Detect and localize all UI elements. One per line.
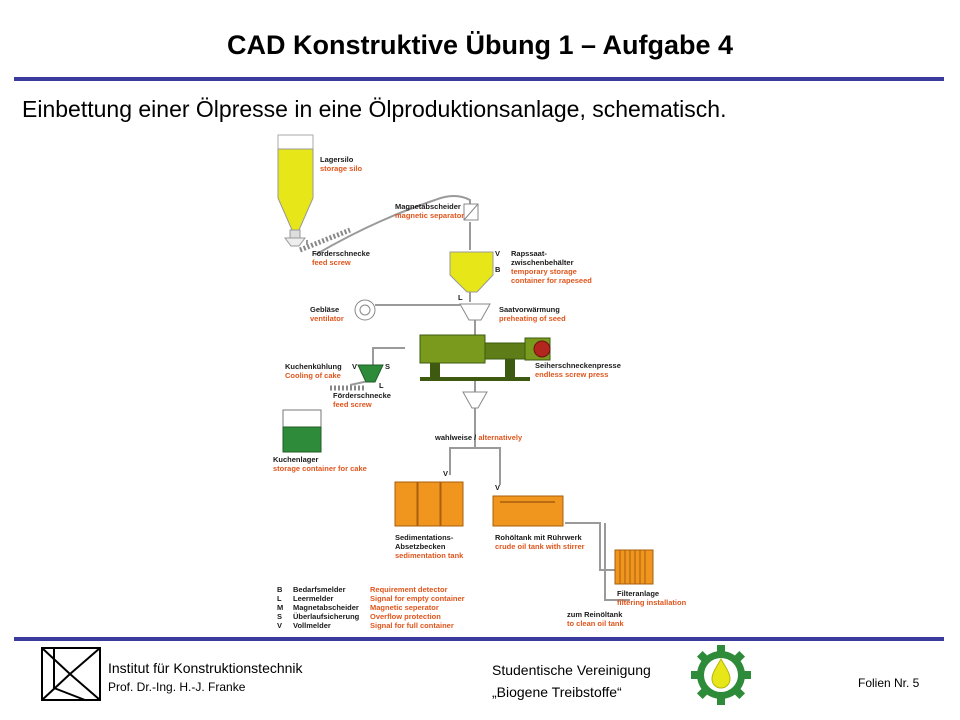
sed-label-en: sedimentation tank [395, 551, 464, 560]
raps-label-en-2: container for rapeseed [511, 276, 592, 285]
sed-label-1: Sedimentations- [395, 533, 454, 542]
lagersilo-label: Lagersilo [320, 155, 354, 164]
magnet-label: Magnetabscheider [395, 202, 461, 211]
cake-storage [282, 409, 322, 453]
lagersilo-label-en: storage silo [320, 164, 363, 173]
foerder2-label-en: feed screw [333, 400, 372, 409]
footer-club-line1: Studentische Vereinigung [492, 662, 651, 678]
slide-title: CAD Konstruktive Übung 1 – Aufgabe 4 [226, 30, 734, 60]
footer-rule [14, 637, 944, 641]
legend-de: Überlaufsicherung [293, 612, 360, 621]
seiher-label-en: endless screw press [535, 370, 608, 379]
foerder1-label-en: feed screw [312, 258, 351, 267]
roh-label: Rohöltank mit Rührwerk [495, 533, 583, 542]
flag-v-3: V [443, 469, 448, 478]
crude-oil-tank [492, 495, 564, 527]
legend-code: V [277, 621, 282, 630]
rein-label: zum Reinöltank [567, 610, 623, 619]
flag-b-1: B [495, 265, 501, 274]
geblaese-label: Gebläse [310, 305, 339, 314]
alternatively-label: wahlweise / alternatively [434, 433, 523, 442]
slide-number: Folien Nr. 5 [858, 676, 920, 690]
legend-code: S [277, 612, 282, 621]
legend-de: Leermelder [293, 594, 334, 603]
gear-oil-drop-logo-icon [691, 645, 751, 705]
kuchenl-label-en: storage container for cake [273, 464, 367, 473]
sed-label-2: Absetzbecken [395, 542, 446, 551]
footer-institute: Institut für Konstruktionstechnik [108, 660, 303, 676]
seiher-label: Seiherschneckenpresse [535, 361, 621, 370]
foerder1-label: Förderschnecke [312, 249, 370, 258]
rapeseed-container [449, 251, 494, 293]
flag-v-2: V [352, 362, 357, 371]
legend-de: Bedarfsmelder [293, 585, 346, 594]
legend-de: Vollmelder [293, 621, 331, 630]
legend-en: Signal for full container [370, 621, 454, 630]
feed-screw-1 [299, 227, 351, 253]
geblaese-label-en: ventilator [310, 314, 344, 323]
kuchenk-label-en: Cooling of cake [285, 371, 341, 380]
kuchenk-label: Kuchenkühlung [285, 362, 342, 371]
raps-label-1: Rapssaat- [511, 249, 547, 258]
slide-subtitle: Einbettung einer Ölpresse in eine Ölprod… [22, 96, 727, 122]
magnetic-separator [463, 203, 479, 221]
roh-label-en: crude oil tank with stirrer [495, 542, 585, 551]
filter-label-en: filtering installation [617, 598, 687, 607]
flag-l-2: L [379, 381, 384, 390]
seed-preheater [459, 303, 491, 321]
saat-label: Saatvorwärmung [499, 305, 560, 314]
legend-code: B [277, 585, 283, 594]
footer-club-line2: „Biogene Treibstoffe“ [492, 684, 622, 700]
flag-v-1: V [495, 249, 500, 258]
flag-l-1: L [458, 293, 463, 302]
legend-en: Magnetic seperator [370, 603, 439, 612]
rein-label-en: to clean oil tank [567, 619, 625, 628]
legend-en: Signal for empty container [370, 594, 465, 603]
raps-label-2: zwischenbehälter [511, 258, 574, 267]
magnet-label-en: magnetic separator [395, 211, 464, 220]
institute-logo-icon [41, 647, 101, 701]
title-rule [14, 77, 944, 81]
cake-cooler [357, 364, 384, 383]
filter-label: Filteranlage [617, 589, 659, 598]
flag-s-1: S [385, 362, 390, 371]
flag-v-4: V [495, 483, 500, 492]
outlet-funnel [462, 391, 488, 409]
oil-production-schematic: Lagersilo storage silo Förderschnecke fe… [273, 134, 687, 630]
footer-professor: Prof. Dr.-Ing. H.-J. Franke [108, 680, 246, 694]
legend-de: Magnetabscheider [293, 603, 359, 612]
legend: B Bedarfsmelder Requirement detector L L… [277, 585, 465, 630]
foerder2-label: Förderschnecke [333, 391, 391, 400]
ventilator [354, 299, 376, 321]
sedimentation-tanks [394, 481, 464, 527]
saat-label-en: preheating of seed [499, 314, 566, 323]
legend-en: Overflow protection [370, 612, 441, 621]
legend-code: L [277, 594, 282, 603]
screw-press [419, 334, 551, 381]
filter-installation [614, 549, 654, 585]
kuchenl-label: Kuchenlager [273, 455, 319, 464]
legend-code: M [277, 603, 283, 612]
legend-en: Requirement detector [370, 585, 448, 594]
storage-silo [277, 134, 314, 247]
raps-label-en-1: temporary storage [511, 267, 577, 276]
